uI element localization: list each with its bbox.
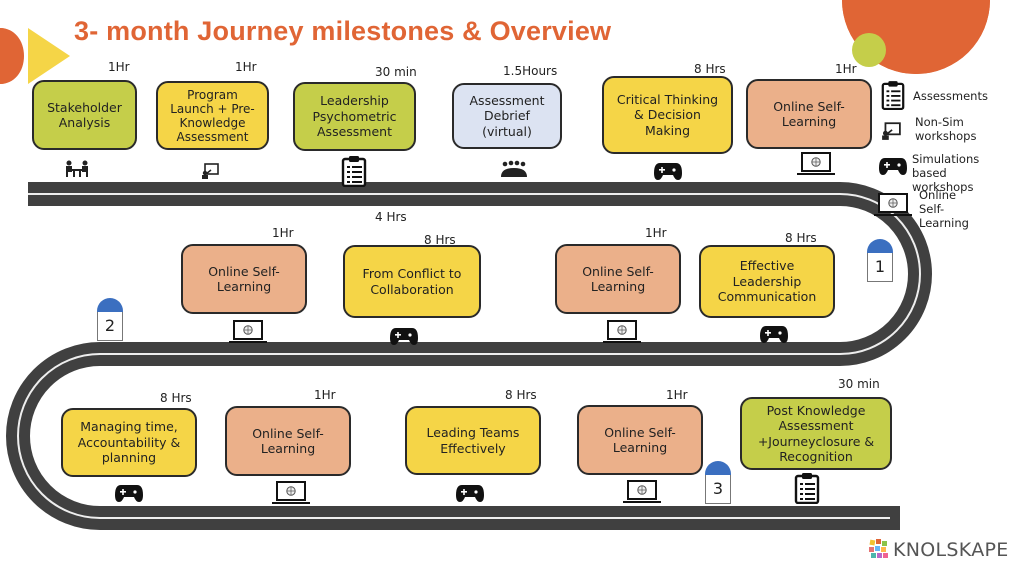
- gamepad-icon: [654, 163, 682, 180]
- milestone-cap: [867, 239, 893, 253]
- duration-label: 30 min: [838, 377, 880, 391]
- duration-label: 1Hr: [314, 388, 336, 402]
- duration-label: 8 Hrs: [694, 62, 726, 76]
- page-title: 3- month Journey milestones & Overview: [74, 16, 612, 46]
- group-icon: [501, 160, 527, 177]
- activity-box[interactable]: Managing time, Accountability & planning: [61, 408, 197, 477]
- legend-label: Simulations based workshops: [912, 152, 980, 194]
- duration-label: 8 Hrs: [785, 231, 817, 245]
- green-dot: [852, 33, 886, 67]
- activity-box[interactable]: Post Knowledge Assessment +Journeyclosur…: [740, 397, 892, 470]
- laptop-icon: [797, 152, 835, 175]
- milestone-cap: [97, 298, 123, 312]
- milestone-marker-3: 3: [705, 461, 731, 505]
- activity-box[interactable]: Online Self- Learning: [225, 406, 351, 476]
- legend-label: Online Self- Learning: [919, 188, 969, 230]
- duration-label: 30 min: [375, 65, 417, 79]
- road: [6, 182, 932, 530]
- orange-left-blob: [0, 28, 24, 84]
- activity-box[interactable]: Stakeholder Analysis: [32, 80, 137, 150]
- duration-label: 1Hr: [835, 62, 857, 76]
- duration-label-extra: 4 Hrs: [375, 210, 407, 224]
- duration-label: 1.5Hours: [503, 64, 558, 78]
- laptop-icon: [229, 320, 267, 343]
- gamepad-icon: [115, 485, 143, 502]
- activity-box[interactable]: Leadership Psychometric Assessment: [293, 82, 416, 151]
- activity-box[interactable]: Assessment Debrief (virtual): [452, 83, 562, 149]
- logo-mark-icon: [869, 539, 888, 558]
- clipboard-icon: [881, 81, 905, 110]
- milestone-number: 2: [97, 312, 123, 341]
- gamepad-icon: [760, 326, 788, 343]
- legend-label: Assessments: [913, 89, 988, 103]
- activity-box[interactable]: Effective Leadership Communication: [699, 245, 835, 318]
- activity-box[interactable]: Online Self- Learning: [555, 244, 681, 314]
- activity-box[interactable]: Leading Teams Effectively: [405, 406, 541, 475]
- activity-box[interactable]: Critical Thinking & Decision Making: [602, 76, 733, 154]
- milestone-marker-2: 2: [97, 298, 123, 342]
- activity-box[interactable]: Online Self- Learning: [746, 79, 872, 149]
- gamepad-icon: [456, 485, 484, 502]
- knolskape-logo: KNOLSKAPE: [868, 539, 1009, 561]
- yellow-triangle: [28, 28, 70, 84]
- clipboard-icon: [794, 473, 820, 504]
- laptop-icon: [603, 320, 641, 343]
- duration-label: 8 Hrs: [160, 391, 192, 405]
- gamepad-icon: [879, 158, 907, 175]
- logo-text: KNOLSKAPE: [893, 539, 1009, 561]
- duration-label: 8 Hrs: [424, 233, 456, 247]
- duration-label: 1Hr: [666, 388, 688, 402]
- duration-label: 1Hr: [108, 60, 130, 74]
- activity-box[interactable]: Online Self- Learning: [577, 405, 703, 475]
- presentation-icon: [202, 163, 219, 179]
- laptop-icon: [874, 193, 912, 216]
- activity-box[interactable]: Online Self- Learning: [181, 244, 307, 314]
- milestone-marker-1: 1: [867, 239, 893, 283]
- activity-box[interactable]: From Conflict to Collaboration: [343, 245, 481, 318]
- duration-label: 1Hr: [645, 226, 667, 240]
- duration-label: 1Hr: [272, 226, 294, 240]
- gamepad-icon: [390, 328, 418, 345]
- duration-label: 8 Hrs: [505, 388, 537, 402]
- milestone-number: 3: [705, 475, 731, 504]
- laptop-icon: [623, 480, 661, 503]
- activity-box[interactable]: Program Launch + Pre- Knowledge Assessme…: [156, 81, 269, 150]
- presentation-icon: [882, 122, 901, 140]
- meeting-icon: [66, 160, 88, 177]
- milestone-number: 1: [867, 253, 893, 282]
- legend-label: Non-Sim workshops: [915, 115, 977, 143]
- milestone-cap: [705, 461, 731, 475]
- laptop-icon: [272, 481, 310, 504]
- clipboard-icon: [341, 156, 367, 187]
- duration-label: 1Hr: [235, 60, 257, 74]
